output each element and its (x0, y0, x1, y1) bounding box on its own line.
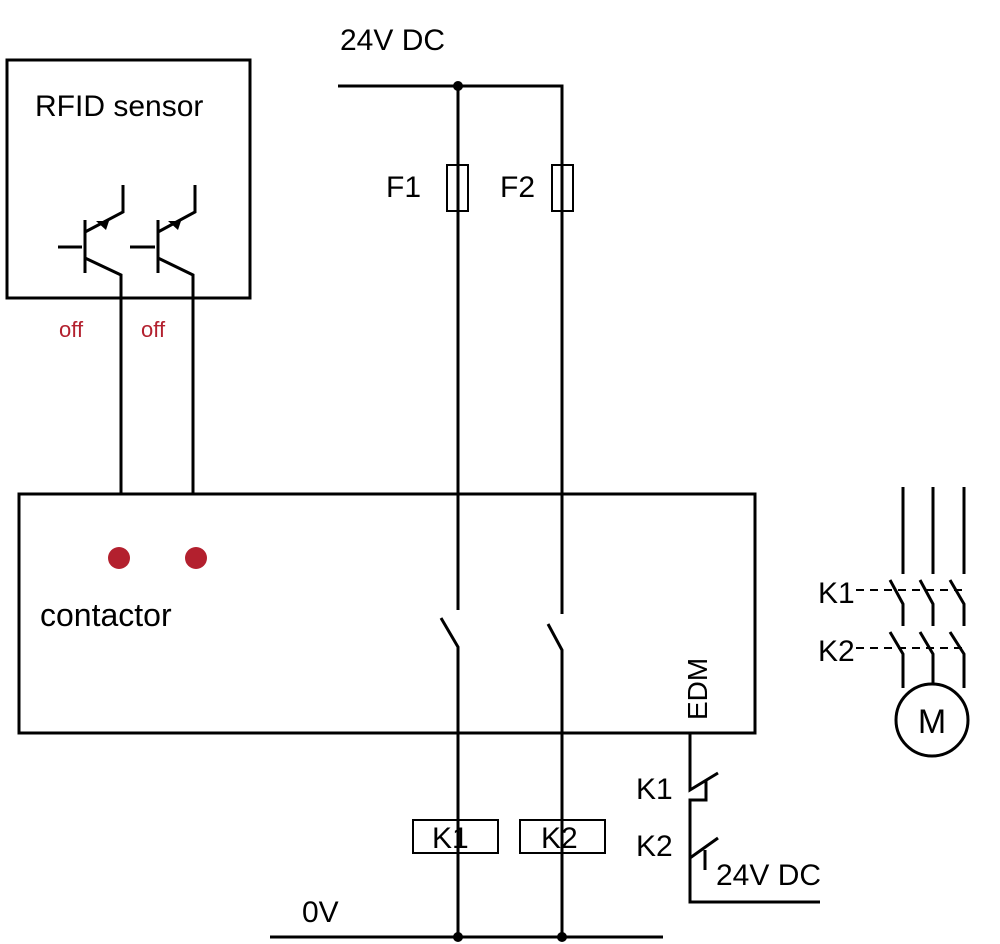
contactor-box (17, 492, 757, 735)
fuse-1-label: F1 (386, 171, 421, 204)
supply-top-label: 24V DC (340, 24, 445, 57)
motor-symbol: M (918, 703, 946, 741)
rfid-output-1-state: off (59, 317, 84, 342)
rfid-output-2-state: off (141, 317, 166, 342)
switch-2 (546, 623, 564, 935)
supply-top-rail (338, 84, 564, 165)
junction-ground-1 (453, 932, 463, 942)
fuse-2-label: F2 (500, 171, 535, 204)
contactor-label: contactor (40, 597, 172, 633)
feedback-k2-label: K2 (636, 830, 673, 863)
coil-k2 (519, 819, 606, 854)
feedback-k2-contact (688, 835, 820, 904)
ground-label: 0V (302, 896, 339, 929)
motor-k2-label: K2 (818, 635, 855, 668)
motor-circuit: M (856, 487, 970, 758)
status-led-2 (185, 547, 207, 569)
coil-k1-label: K1 (432, 822, 469, 855)
status-led-1 (108, 547, 130, 569)
motor-k1-label: K1 (818, 577, 855, 610)
feedback-supply-label: 24V DC (716, 859, 821, 892)
feedback-k1-label: K1 (636, 773, 673, 806)
switch-1 (439, 617, 460, 935)
coil-k2-label: K2 (541, 822, 578, 855)
edm-label: EDM (682, 658, 713, 720)
junction-ground-2 (557, 932, 567, 942)
rfid-sensor-box (5, 58, 252, 300)
rfid-sensor-title: RFID sensor (35, 90, 203, 123)
coil-k1 (412, 819, 499, 854)
motor (894, 682, 970, 758)
